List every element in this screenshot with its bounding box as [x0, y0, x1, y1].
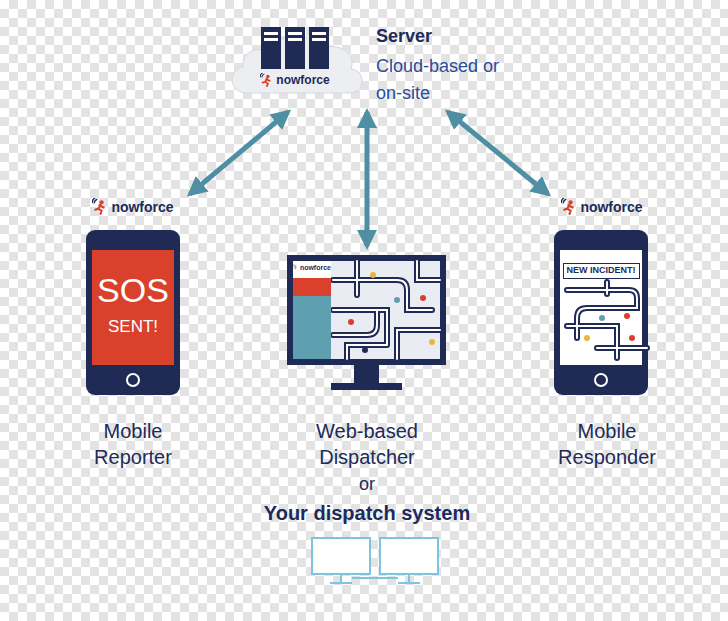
logo-icon — [561, 198, 578, 215]
logo: nowforce — [78, 198, 188, 215]
responder-phone: nowforceNEW INCIDENT! Mobile Responder — [547, 198, 657, 478]
logo-text: nowforce — [300, 264, 331, 271]
text-holder: Web-based Dispatcher — [292, 418, 442, 470]
sos-text: SOS — [97, 271, 169, 309]
text-holder: Your dispatch system — [247, 500, 487, 526]
text-holder: Mobile Responder — [547, 418, 667, 470]
server-cloud: nowforce ServerCloud-based or on-site — [225, 15, 515, 110]
logo-text: nowforce — [580, 199, 642, 215]
node-label: Your dispatch system — [264, 502, 470, 524]
sent-text: SENT! — [108, 317, 158, 336]
logo: nowforce — [255, 73, 335, 87]
text-holder: SOS — [92, 268, 174, 312]
text-holder: or — [247, 473, 487, 496]
connector-arrow — [365, 112, 370, 246]
incident-badge: NEW INCIDENT! — [563, 263, 640, 279]
server-title: Server — [376, 26, 432, 46]
reporter-phone: nowforceSOS SENT! Mobile Reporter — [78, 198, 188, 478]
logo-text: nowforce — [111, 199, 173, 215]
logo: nowforce — [547, 198, 657, 215]
node-label: Mobile Reporter — [94, 420, 172, 468]
node-label: Web-based Dispatcher — [316, 420, 418, 468]
connector-arrow — [190, 112, 288, 194]
text-holder: Cloud-based or on-site — [376, 53, 511, 107]
logo: nowforce — [293, 263, 331, 271]
text-holder: Mobile Reporter — [78, 418, 188, 470]
logo-icon — [260, 73, 274, 87]
server-note: Cloud-based or on-site — [376, 56, 499, 103]
logo-icon — [293, 263, 298, 271]
logo-icon — [92, 198, 109, 215]
or-text: or — [359, 474, 375, 494]
logo-text: nowforce — [276, 73, 329, 87]
node-label: Mobile Responder — [558, 420, 656, 468]
text-holder: SENT! — [92, 316, 174, 338]
text-holder: Server — [376, 25, 511, 48]
dispatcher-monitor: nowforceWeb-based Dispatcher orYour dispa… — [247, 250, 487, 530]
text-holder: NEW INCIDENT! — [560, 258, 642, 279]
connector-arrow — [448, 112, 548, 194]
